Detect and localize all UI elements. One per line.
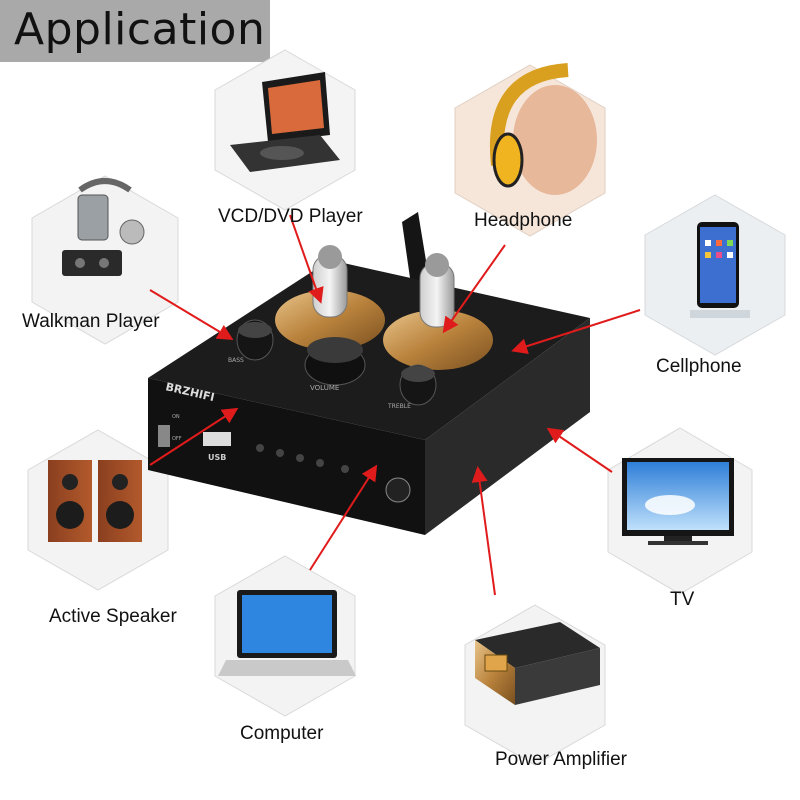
arrow-cellphone <box>511 309 641 354</box>
tv-label: TV <box>670 589 695 610</box>
usb-port <box>203 432 231 446</box>
arrow-tv <box>546 427 613 473</box>
page-title: Application <box>14 4 266 55</box>
walkman-player-label: Walkman Player <box>22 311 160 332</box>
vcd-dvd-player-label: VCD/DVD Player <box>218 206 363 227</box>
arrow-walkman <box>149 289 234 341</box>
switch-off-label: OFF <box>172 436 182 442</box>
cellphone-tile <box>644 194 786 356</box>
cellphone-label: Cellphone <box>656 356 742 377</box>
treble-label: TREBLE <box>387 403 411 410</box>
dvd-tile <box>214 49 356 211</box>
headphone-label: Headphone <box>474 210 573 231</box>
headphone-jack <box>385 477 411 503</box>
computer-label: Computer <box>240 723 324 744</box>
connection-arrows <box>149 214 641 596</box>
tv-tile <box>607 427 753 595</box>
switch-on-label: ON <box>172 414 180 420</box>
arrow-speaker <box>149 407 239 466</box>
speaker-tile <box>27 429 169 591</box>
arrow-headphone <box>442 244 506 334</box>
walkman-tile <box>31 175 179 345</box>
usb-label: USB <box>208 453 226 462</box>
volume-label: VOLUME <box>310 384 339 392</box>
arrow-dvd <box>289 214 324 304</box>
power-switch <box>158 425 170 447</box>
headset-icon <box>78 178 132 193</box>
header-banner: Application <box>0 0 270 62</box>
active-speaker-label: Active Speaker <box>49 606 177 627</box>
bass-label: BASS <box>228 357 244 364</box>
tube-preamp: BRZHIFI BASS VOLUME TREBLE ON OFF USB <box>148 212 590 535</box>
arrow-computer <box>309 464 378 571</box>
computer-tile <box>214 555 356 717</box>
amplifier-tile <box>464 604 606 766</box>
cassette-icon <box>62 250 122 276</box>
power-amplifier-label: Power Amplifier <box>495 749 627 770</box>
headphone-tile <box>454 63 606 237</box>
arrow-amplifier <box>471 466 496 596</box>
dvd-screen-icon <box>268 80 324 134</box>
